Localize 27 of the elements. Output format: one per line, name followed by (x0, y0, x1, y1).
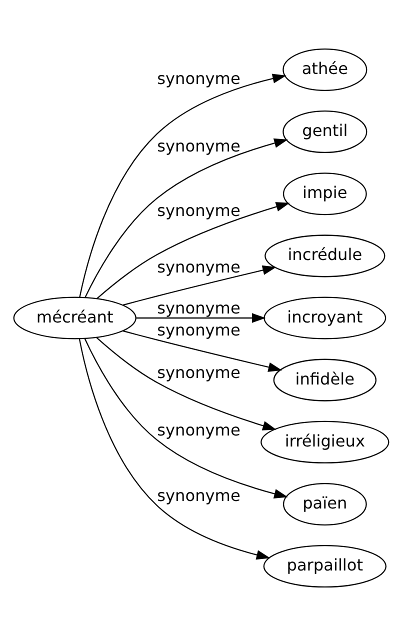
node-ellipse: infidèle (272, 358, 376, 401)
arrow (122, 264, 276, 306)
edge-label: synonyme (156, 420, 240, 439)
edge-label: synonyme (156, 320, 240, 339)
arrow (78, 338, 270, 560)
edge-label: synonyme (156, 298, 240, 318)
node-ellipse: gentil (282, 110, 367, 153)
edge-label: synonyme (156, 200, 240, 220)
node-ellipse: incroyant (263, 296, 386, 339)
node-ellipse: athée (282, 48, 367, 90)
node-ellipse: mécréant (12, 296, 136, 339)
edge-label: synonyme (156, 362, 240, 382)
arrow (78, 73, 286, 297)
arrow (96, 202, 290, 298)
node-ellipse: païen (282, 482, 366, 525)
edge-label: synonyme (156, 256, 240, 276)
node-ellipse: impie (282, 172, 366, 215)
arrow (136, 312, 266, 322)
edge-label: synonyme (156, 136, 240, 156)
arrow (84, 138, 288, 298)
edge-label: synonyme (156, 485, 240, 504)
arrow (84, 338, 288, 498)
arrow (96, 336, 276, 430)
arrow (122, 330, 282, 372)
edge-label: synonyme (156, 68, 240, 88)
node-ellipse: incrédule (264, 234, 385, 277)
node-ellipse: parpaillot (262, 544, 386, 588)
